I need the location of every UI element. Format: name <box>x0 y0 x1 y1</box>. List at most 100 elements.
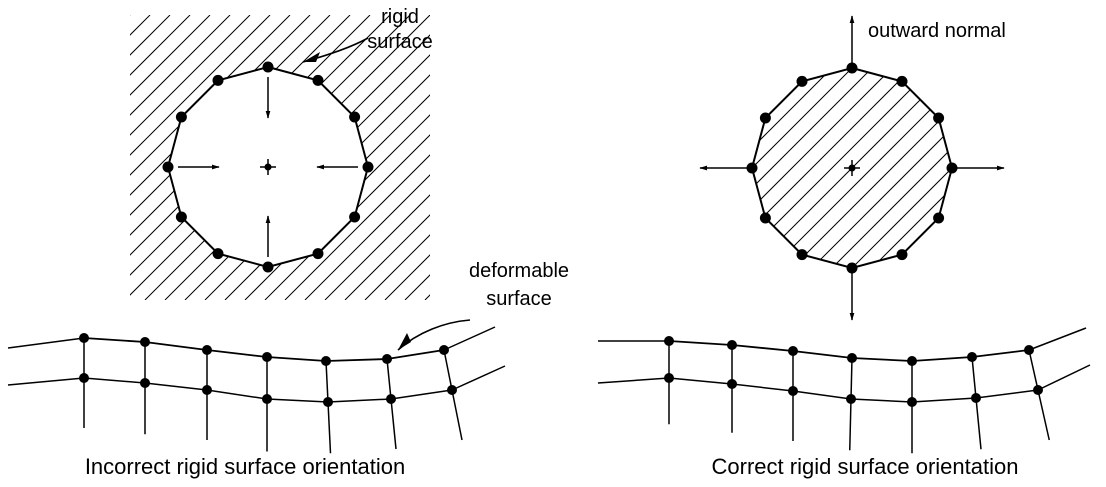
mesh-element-edge <box>386 358 397 450</box>
node-dot <box>796 75 808 87</box>
hatch-line <box>130 15 171 56</box>
hatch-line <box>824 68 952 268</box>
hatch-line <box>304 174 430 300</box>
correct-orientation-panel: outward normal Correct rigid surface ori… <box>597 15 1091 479</box>
node-dot <box>349 211 361 223</box>
node-dot <box>796 249 808 261</box>
node-dot <box>321 356 331 366</box>
mesh-element-edge <box>971 356 982 450</box>
hatch-line <box>445 15 730 300</box>
mesh-element-edge <box>1028 349 1050 441</box>
hatch-line <box>752 68 921 268</box>
incorrect-orientation-panel: rigid surface deformable surface Incorre… <box>7 6 730 479</box>
node-dot <box>262 352 272 362</box>
node-dot <box>362 161 374 173</box>
hatch-line <box>404 274 430 300</box>
node-dot <box>933 112 945 124</box>
node-dot <box>212 248 224 260</box>
rigid-surface-label-line2: surface <box>367 31 433 53</box>
node-dot <box>79 333 89 343</box>
deformable-surface-mesh <box>7 326 506 454</box>
mesh-element-edge <box>325 360 332 454</box>
mesh-edge <box>1037 364 1091 391</box>
hatch-line <box>284 154 430 300</box>
node-dot <box>349 111 361 123</box>
node-dot <box>202 385 212 395</box>
rigid-reference-node <box>260 159 276 175</box>
hatch-line <box>324 194 430 300</box>
node-dot <box>262 261 274 273</box>
rigid-surface-label-line1: rigid <box>381 6 419 28</box>
node-dot <box>933 212 945 224</box>
node-dot <box>312 74 324 86</box>
hatch-line <box>752 68 881 268</box>
hatch-line <box>130 15 151 36</box>
node-dot <box>759 212 771 224</box>
mesh-element-edge <box>443 349 463 441</box>
node-dot <box>727 379 737 389</box>
deformable-surface-mesh <box>597 327 1091 454</box>
node-dot <box>896 75 908 87</box>
reference-node-dot <box>848 164 856 172</box>
incorrect-orientation-caption: Incorrect rigid surface orientation <box>85 454 405 479</box>
node-dot <box>907 397 917 407</box>
hatch-line <box>130 15 211 96</box>
node-dot <box>846 394 856 404</box>
hatch-line <box>130 15 291 176</box>
node-dot <box>262 61 274 73</box>
node-dot <box>175 111 187 123</box>
hatch-line <box>130 15 271 156</box>
inward-normal-arrows <box>178 77 358 257</box>
node-dot <box>447 385 457 395</box>
node-dot <box>175 211 187 223</box>
deformable-surface-leader-line <box>397 319 471 351</box>
mesh-edge <box>1028 327 1087 351</box>
node-dot <box>202 345 212 355</box>
hatch-line <box>752 68 901 268</box>
hatch-line <box>752 68 841 268</box>
node-dot <box>312 248 324 260</box>
mesh-edge <box>443 326 496 351</box>
node-dot <box>162 161 174 173</box>
outward-normal-arrows <box>699 15 1005 321</box>
hatch-line <box>130 15 311 196</box>
hatch-line <box>130 15 191 76</box>
node-dot <box>140 337 150 347</box>
hatch-line <box>804 68 952 268</box>
hatch-line <box>130 15 131 16</box>
outward-normal-label: outward normal <box>868 20 1006 42</box>
node-dot <box>896 249 908 261</box>
node-dot <box>439 345 449 355</box>
node-dot <box>967 352 977 362</box>
deformable-surface-leader-arrowhead <box>398 333 411 350</box>
hatch-line <box>844 68 952 268</box>
reference-node-dot <box>264 163 272 171</box>
hatch-line <box>784 68 952 268</box>
hatch-line <box>130 15 251 136</box>
correct-orientation-caption: Correct rigid surface orientation <box>712 454 1019 479</box>
rigid-surface-nodes <box>746 62 958 274</box>
rigid-surface-nodes <box>162 61 374 273</box>
node-dot <box>788 346 798 356</box>
hatch-line <box>364 234 430 300</box>
node-dot <box>262 394 272 404</box>
node-dot <box>212 74 224 86</box>
deformable-surface-label-line2: surface <box>486 288 552 310</box>
hatch-line <box>864 68 952 268</box>
rigid-surface-leader-arrowhead <box>303 52 320 62</box>
node-dot <box>907 356 917 366</box>
hatch-line <box>424 294 430 300</box>
node-dot <box>79 373 89 383</box>
mesh-element-edge <box>849 357 853 451</box>
node-dot <box>664 373 674 383</box>
deformable-surface-label-line1: deformable <box>469 260 569 282</box>
node-dot <box>1033 385 1043 395</box>
node-dot <box>971 393 981 403</box>
mesh-edge <box>7 337 85 349</box>
mesh-edge <box>597 377 670 384</box>
hatch-line <box>130 15 231 116</box>
node-dot <box>382 354 392 364</box>
node-dot <box>727 340 737 350</box>
mesh-edge <box>451 365 506 391</box>
